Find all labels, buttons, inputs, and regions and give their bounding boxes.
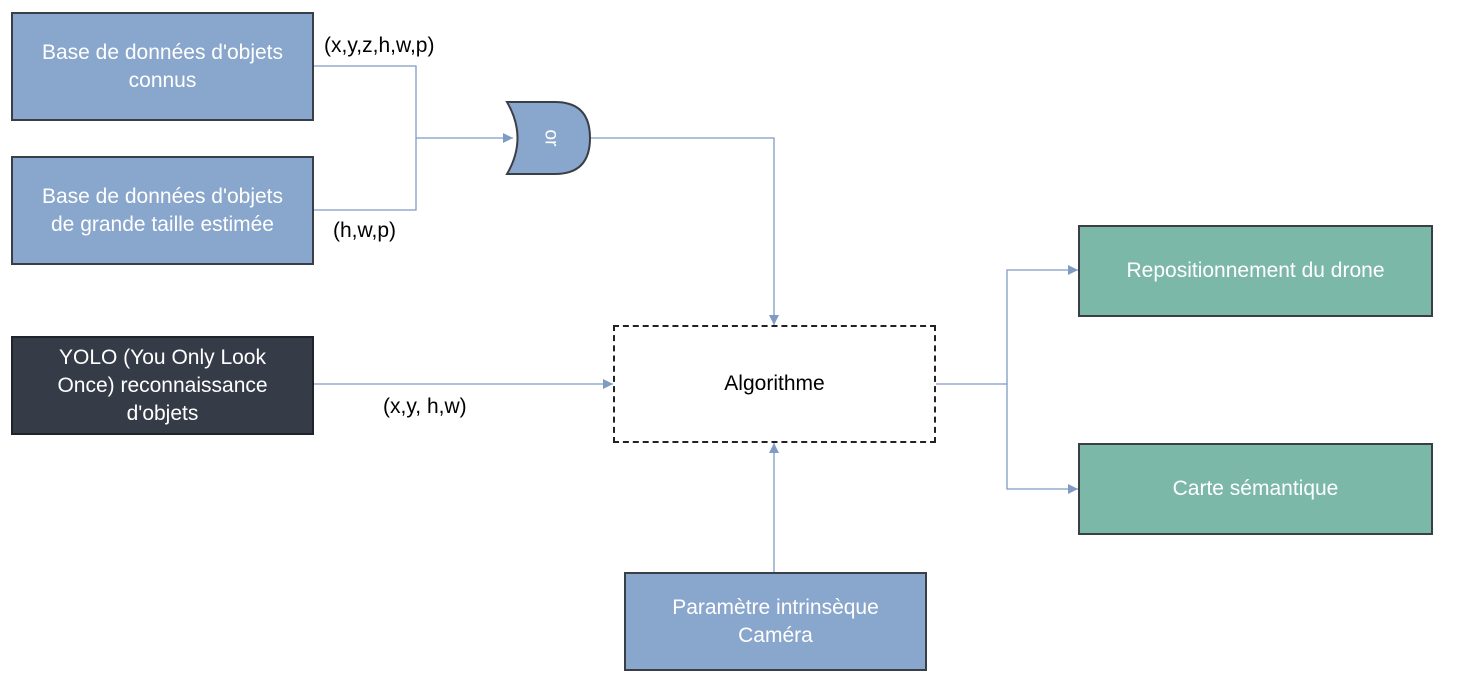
edge-db-large-to-merge xyxy=(313,138,417,211)
large-objects-database: Base de données d'objets de grande taill… xyxy=(11,156,314,265)
edge-label-known: (x,y,z,h,w,p) xyxy=(324,34,435,57)
yolo-object-detection: YOLO (You Only Look Once) reconnaissance… xyxy=(11,336,314,435)
drone-repositioning: Repositionnement du drone xyxy=(1078,225,1433,317)
edge-db-known-to-merge xyxy=(313,65,417,138)
algorithm-box: Algorithme xyxy=(613,325,936,443)
edge-split-to-drone xyxy=(1006,265,1078,384)
semantic-map: Carte sémantique xyxy=(1078,443,1433,535)
edge-label-yolo: (x,y, h,w) xyxy=(383,395,467,418)
or-gate xyxy=(505,101,592,175)
edge-split-to-map xyxy=(1006,384,1078,494)
camera-parameters: Paramètre intrinsèque Caméra xyxy=(624,572,927,671)
edge-gate-to-algorithm xyxy=(590,137,779,325)
edge-label-large: (h,w,p) xyxy=(333,219,397,242)
or-gate-label: or xyxy=(541,130,562,148)
known-objects-database: Base de données d'objets connus xyxy=(11,12,314,121)
